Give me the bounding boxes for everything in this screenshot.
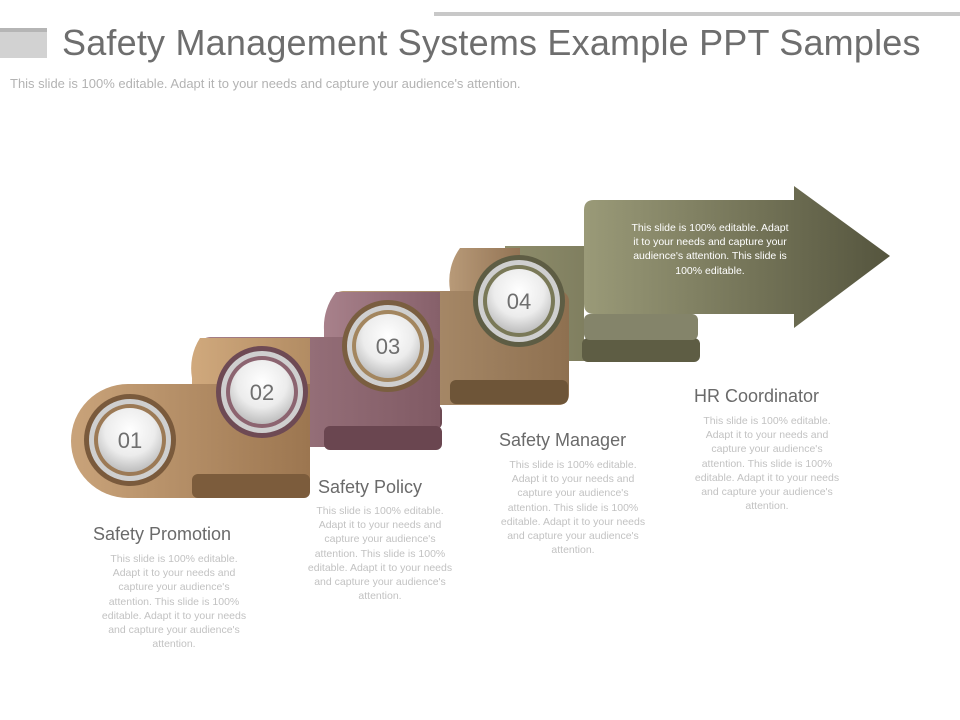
header-decoration-line-right <box>434 12 960 16</box>
step-04-disc <box>473 255 565 347</box>
step-02-description: This slide is 100% editable. Adapt it to… <box>307 505 453 603</box>
step-02-disc <box>216 346 308 438</box>
step-03-disc <box>342 300 434 392</box>
step-03-base <box>450 380 568 404</box>
page-title: Safety Management Systems Example PPT Sa… <box>62 22 921 63</box>
step-01-heading: Safety Promotion <box>93 524 232 544</box>
step-03-heading: Safety Manager <box>499 430 627 450</box>
step-01-fold <box>192 474 310 498</box>
step-02-number: 02 <box>250 380 274 405</box>
step-03-number: 03 <box>376 334 400 359</box>
header-decoration-line-left <box>0 28 47 32</box>
header-decoration-block <box>0 28 47 58</box>
step-04-base <box>582 338 700 362</box>
step-02-heading: Safety Policy <box>318 477 423 497</box>
step-01-number: 01 <box>118 428 142 453</box>
arrow-description: This slide is 100% editable. Adapt it to… <box>631 222 789 277</box>
step-01-description: This slide is 100% editable. Adapt it to… <box>101 553 247 651</box>
step-01-disc <box>84 394 176 486</box>
step-04-description: This slide is 100% editable. Adapt it to… <box>694 415 840 513</box>
step-04-heading: HR Coordinator <box>694 386 820 406</box>
main-arrow <box>584 186 890 328</box>
page-subtitle: This slide is 100% editable. Adapt it to… <box>10 76 521 91</box>
step-04-number: 04 <box>507 289 531 314</box>
arrow-fold <box>584 314 698 340</box>
step-02-base <box>324 426 442 450</box>
step-03-description: This slide is 100% editable. Adapt it to… <box>500 459 646 557</box>
